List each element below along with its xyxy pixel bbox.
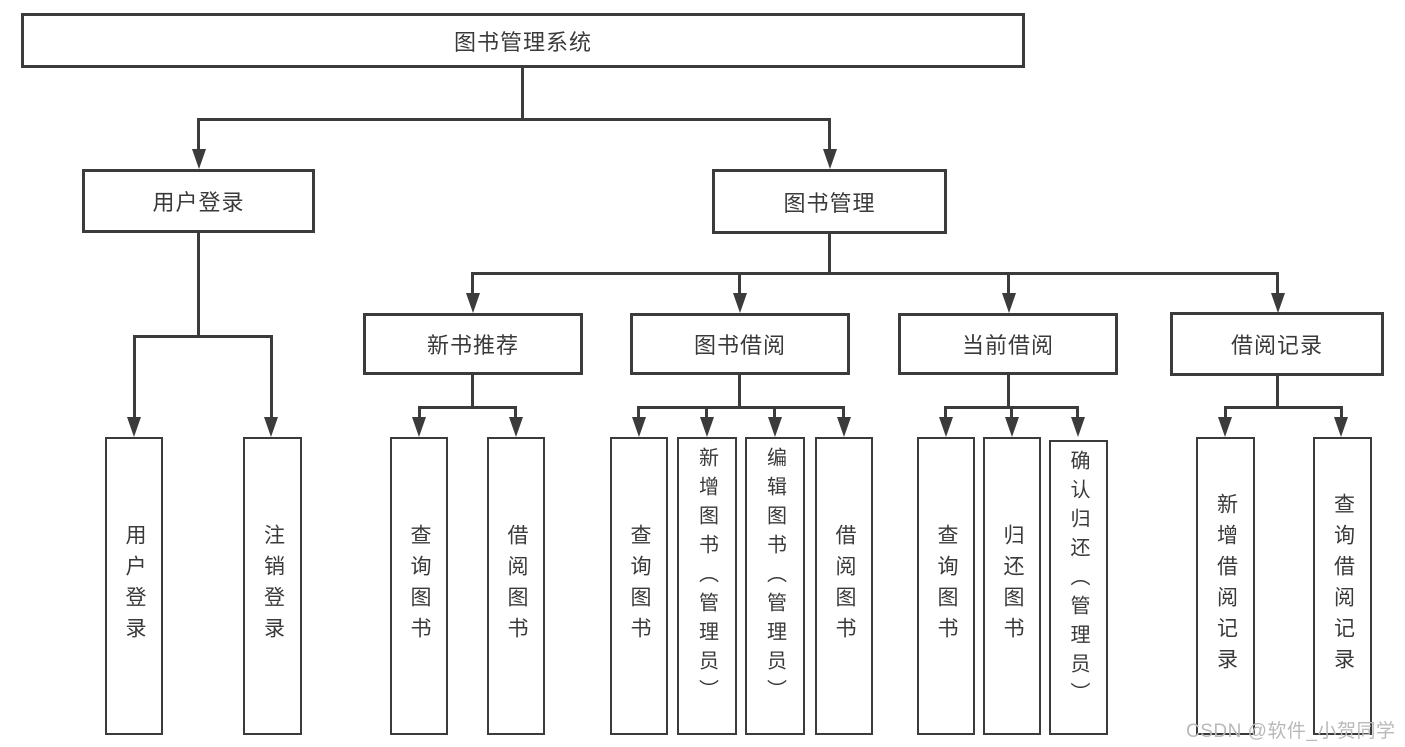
node-current-borrow: 当前借阅: [898, 313, 1118, 375]
node-label: 借阅图书: [505, 524, 528, 648]
arrow-down-icon: [1218, 417, 1232, 437]
leaf-borrow-book: 借阅图书: [815, 437, 873, 735]
leaf-edit-book-admin: 编辑图书（管理员）: [745, 437, 805, 735]
arrow-down-icon: [264, 417, 278, 437]
arrow-down-icon: [939, 417, 953, 437]
arrow-down-icon: [192, 149, 206, 169]
connector-bookborrow-stem: [738, 272, 741, 293]
connector-root-stem: [521, 68, 524, 118]
node-label: 查询借阅记录: [1331, 493, 1355, 679]
leaf-add-book-admin: 新增图书（管理员）: [677, 437, 737, 735]
leaf-query-book-recommend: 查询图书: [390, 437, 448, 735]
connector-group-stem: [738, 375, 741, 406]
node-library-system: 图书管理系统: [21, 13, 1025, 68]
arrow-down-icon: [1071, 417, 1085, 437]
node-label: 确认归还（管理员）: [1067, 450, 1089, 711]
node-label: 查询图书: [408, 524, 431, 648]
connector-group-stem: [1007, 375, 1010, 406]
arrow-down-icon: [1271, 293, 1285, 313]
connector-leaf-stem: [514, 406, 517, 417]
node-label: 借阅记录: [1230, 333, 1323, 358]
leaf-query-book-current: 查询图书: [917, 437, 975, 735]
connector-group-hline: [1224, 406, 1343, 409]
connector-bookmgmt-down: [828, 234, 831, 272]
leaf-add-borrow-record: 新增借阅记录: [1196, 437, 1255, 735]
arrow-down-icon: [632, 417, 646, 437]
node-label: 注销登录: [261, 524, 285, 648]
leaf-query-book-borrow: 查询图书: [610, 437, 668, 735]
connector-leaf-stem: [270, 335, 273, 417]
node-borrow-record: 借阅记录: [1170, 312, 1384, 376]
arrow-down-icon: [837, 417, 851, 437]
node-label: 图书管理系统: [453, 29, 592, 55]
connector-currentborrow-stem: [1007, 272, 1010, 293]
csdn-watermark: CSDN @软件_小贺同学: [1186, 721, 1396, 742]
connector-leaf-stem: [842, 406, 845, 417]
node-book-borrow: 图书借阅: [630, 313, 850, 375]
node-label: 新书推荐: [426, 333, 519, 358]
arrow-down-icon: [823, 149, 837, 169]
node-label: 图书管理: [783, 190, 876, 216]
connector-leaf-stem: [637, 406, 640, 417]
leaf-logout: 注销登录: [243, 437, 302, 735]
connector-bookmgmt-stem: [828, 118, 831, 151]
arrow-down-icon: [700, 417, 714, 437]
node-user-login: 用户登录: [82, 169, 315, 233]
arrow-down-icon: [733, 293, 747, 313]
connector-leaf-stem: [773, 406, 776, 417]
connector-borrowrecord-stem: [1276, 272, 1279, 293]
arrow-down-icon: [1334, 417, 1348, 437]
node-book-management: 图书管理: [712, 169, 947, 234]
connector-group-hline: [418, 406, 517, 409]
node-label: 借阅图书: [833, 524, 856, 648]
connector-group-stem: [471, 375, 474, 406]
connector-userlogin-down: [197, 233, 200, 335]
arrow-down-icon: [466, 293, 480, 313]
connector-leaf-stem: [1340, 406, 1343, 417]
node-label: 归还图书: [1001, 524, 1024, 648]
connector-leaf-stem: [1076, 406, 1079, 417]
connector-root-hline: [197, 118, 831, 121]
arrow-down-icon: [127, 417, 141, 437]
node-label: 用户登录: [152, 190, 245, 215]
connector-leaf-stem: [133, 335, 136, 417]
connector-bookmgmt-hline: [471, 272, 1279, 275]
leaf-query-borrow-record: 查询借阅记录: [1313, 437, 1372, 735]
arrow-down-icon: [509, 417, 523, 437]
leaf-return-book: 归还图书: [983, 437, 1041, 735]
leaf-borrow-book-recommend: 借阅图书: [487, 437, 545, 735]
leaf-confirm-return-admin: 确认归还（管理员）: [1049, 440, 1108, 735]
leaf-user-login: 用户登录: [105, 437, 163, 735]
node-label: 当前借阅: [961, 333, 1054, 358]
node-label: 新增借阅记录: [1214, 493, 1238, 679]
connector-userlogin-hline: [133, 335, 273, 338]
node-label: 图书借阅: [693, 333, 786, 358]
node-label: 用户登录: [123, 524, 146, 648]
node-label: 查询图书: [628, 524, 651, 648]
arrow-down-icon: [768, 417, 782, 437]
connector-userlogin-stem: [197, 118, 200, 151]
node-label: 新增图书（管理员）: [695, 447, 718, 708]
connector-leaf-stem: [1010, 406, 1013, 417]
node-label: 编辑图书（管理员）: [763, 447, 786, 708]
node-label: 查询图书: [935, 524, 958, 648]
arrow-down-icon: [1005, 417, 1019, 437]
connector-group-stem: [1276, 376, 1279, 406]
node-new-book-recommend: 新书推荐: [363, 313, 583, 375]
connector-group-hline: [637, 406, 844, 409]
connector-leaf-stem: [1224, 406, 1227, 417]
connector-newbook-stem: [471, 272, 474, 293]
arrow-down-icon: [1002, 293, 1016, 313]
arrow-down-icon: [412, 417, 426, 437]
connector-leaf-stem: [418, 406, 421, 417]
connector-leaf-stem: [944, 406, 947, 417]
connector-leaf-stem: [705, 406, 708, 417]
